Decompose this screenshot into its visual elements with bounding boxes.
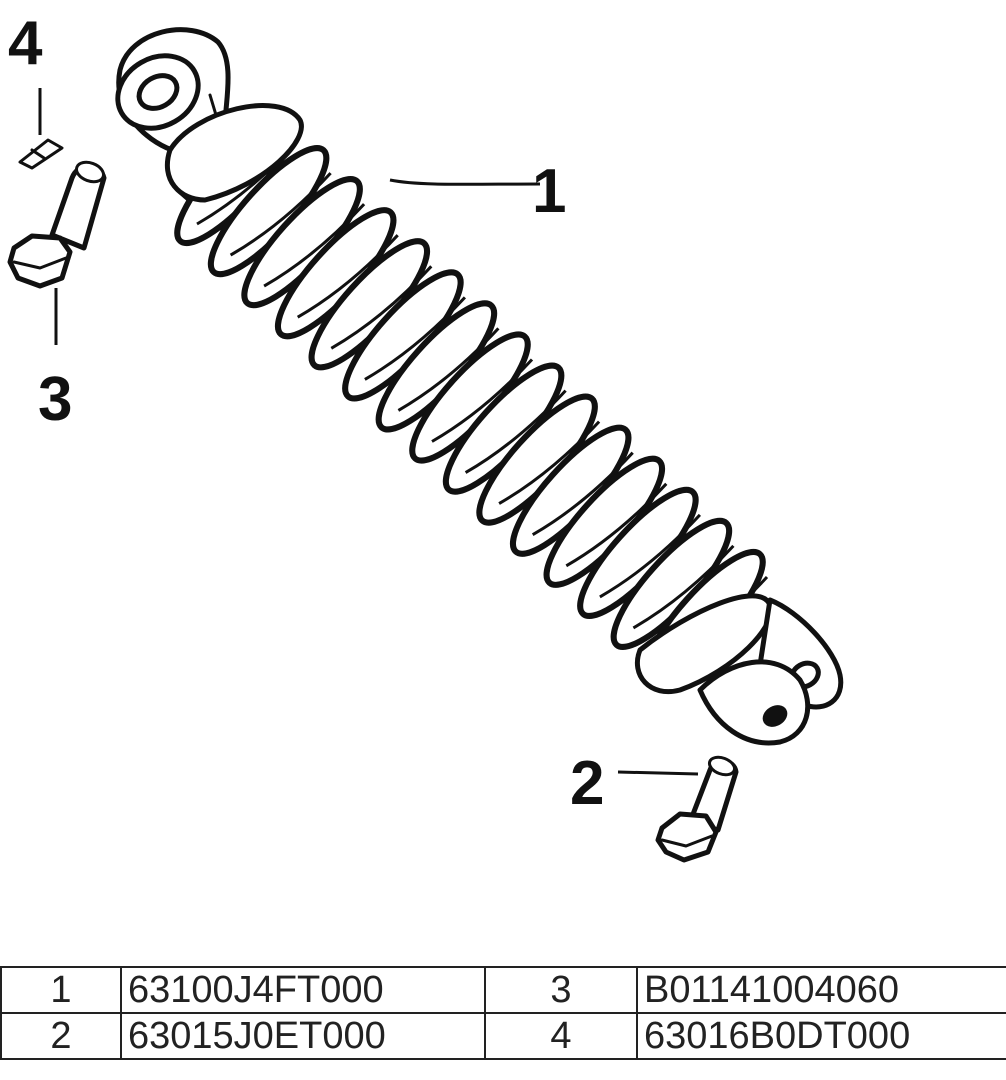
spring-coil-shading: [632, 544, 735, 630]
spring-coil-shading: [498, 420, 601, 505]
table-row: 2 63015J0ET000 4 63016B0DT000: [0, 1012, 1006, 1060]
part-number: B01141004060: [636, 966, 1006, 1014]
upper-eye-mount: [115, 27, 243, 168]
spring-coil-shading: [364, 296, 467, 381]
coil-spring: [174, 113, 769, 682]
exploded-parts-diagram: 1 2 3 4: [7, 9, 844, 863]
item-number: 4: [484, 1012, 638, 1060]
spring-coil-shading: [464, 389, 567, 474]
spring-coil-shading: [330, 265, 433, 350]
spring-coil-shading: [229, 172, 332, 257]
shock-absorber: [115, 27, 844, 746]
part-number: 63016B0DT000: [636, 1012, 1006, 1060]
spring-coil-shading: [599, 513, 702, 599]
callout-4: 4: [8, 9, 43, 78]
part-number: 63100J4FT000: [120, 966, 486, 1014]
item-number: 2: [0, 1012, 122, 1060]
spring-coil-shading: [397, 327, 500, 412]
spring-coil-shading: [431, 358, 534, 443]
spring-coil-shading: [263, 203, 366, 288]
lower-bolt: [655, 755, 739, 863]
parts-list-table: 1 63100J4FT000 3 B01141004060 2 63015J0E…: [0, 966, 1006, 1060]
callout-3: 3: [38, 365, 72, 434]
callout-2: 2: [570, 749, 604, 818]
upper-bolt: [7, 160, 107, 289]
table-row: 1 63100J4FT000 3 B01141004060: [0, 966, 1006, 1014]
leader-line-2: [617, 770, 699, 776]
lower-spring-seat: [634, 593, 774, 694]
spring-coil-shading: [296, 234, 399, 319]
item-number: 3: [484, 966, 638, 1014]
item-number: 1: [0, 966, 122, 1014]
part-number: 63015J0ET000: [120, 1012, 486, 1060]
callout-1: 1: [532, 157, 566, 226]
spring-coil-shading: [531, 451, 634, 536]
lower-clevis-mount: [697, 597, 844, 746]
leader-line-1: [389, 178, 541, 186]
upper-spring-seat: [164, 103, 304, 203]
spring-coil-shading: [565, 482, 668, 568]
clip: [18, 138, 64, 170]
